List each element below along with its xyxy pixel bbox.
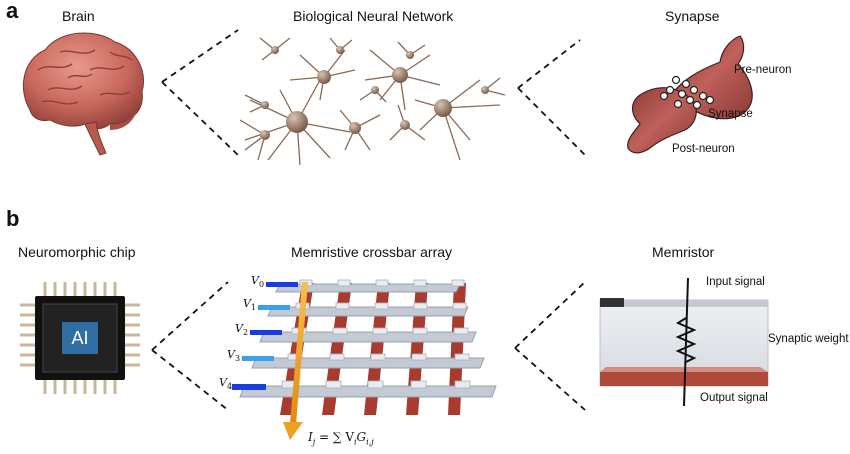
voltage-label-v3: V3 — [227, 348, 241, 364]
crossbar-array — [232, 279, 497, 440]
input-bar-v3 — [242, 356, 274, 361]
input-bar-v2 — [250, 330, 282, 335]
synapse-label: Synapse — [708, 108, 753, 120]
brain-illustration — [22, 32, 144, 156]
synapse-title: Synapse — [665, 8, 720, 24]
post-neuron-label: Post-neuron — [672, 143, 735, 155]
current-equation: Ij = ∑ ViGi,j — [308, 430, 374, 447]
output-signal-label: Output signal — [700, 392, 768, 404]
voltage-label-v2: V2 — [235, 322, 249, 338]
output-current-arrow — [283, 282, 308, 440]
chip-ai-label: AI — [71, 328, 88, 348]
memristor-title: Memristor — [652, 244, 715, 260]
chip-title: Neuromorphic chip — [18, 244, 136, 260]
brain-title: Brain — [62, 8, 95, 24]
connector-lines-b — [151, 281, 586, 411]
panel-b-letter: b — [6, 206, 20, 231]
synaptic-weight-label: Synaptic weight — [768, 333, 849, 345]
memristor-illustration — [599, 277, 769, 407]
input-signal-label: Input signal — [706, 276, 765, 288]
panel-a-letter: a — [6, 0, 19, 23]
pre-neuron-label: Pre-neuron — [734, 64, 792, 76]
synapse-illustration — [627, 35, 753, 154]
neuron-somas — [260, 46, 489, 140]
neural-network-illustration — [239, 37, 506, 166]
crossbar-title: Memristive crossbar array — [291, 244, 453, 260]
neuromorphic-chip-illustration — [20, 282, 140, 394]
voltage-label-v1: V1 — [243, 297, 257, 313]
input-bar-v0 — [266, 282, 298, 287]
voltage-label-v0: V0 — [251, 274, 265, 290]
connector-lines-a — [161, 29, 586, 156]
input-bar-v4 — [232, 384, 266, 390]
network-title: Biological Neural Network — [293, 8, 454, 24]
voltage-label-v4: V4 — [219, 376, 233, 392]
input-bar-v1 — [258, 305, 290, 310]
